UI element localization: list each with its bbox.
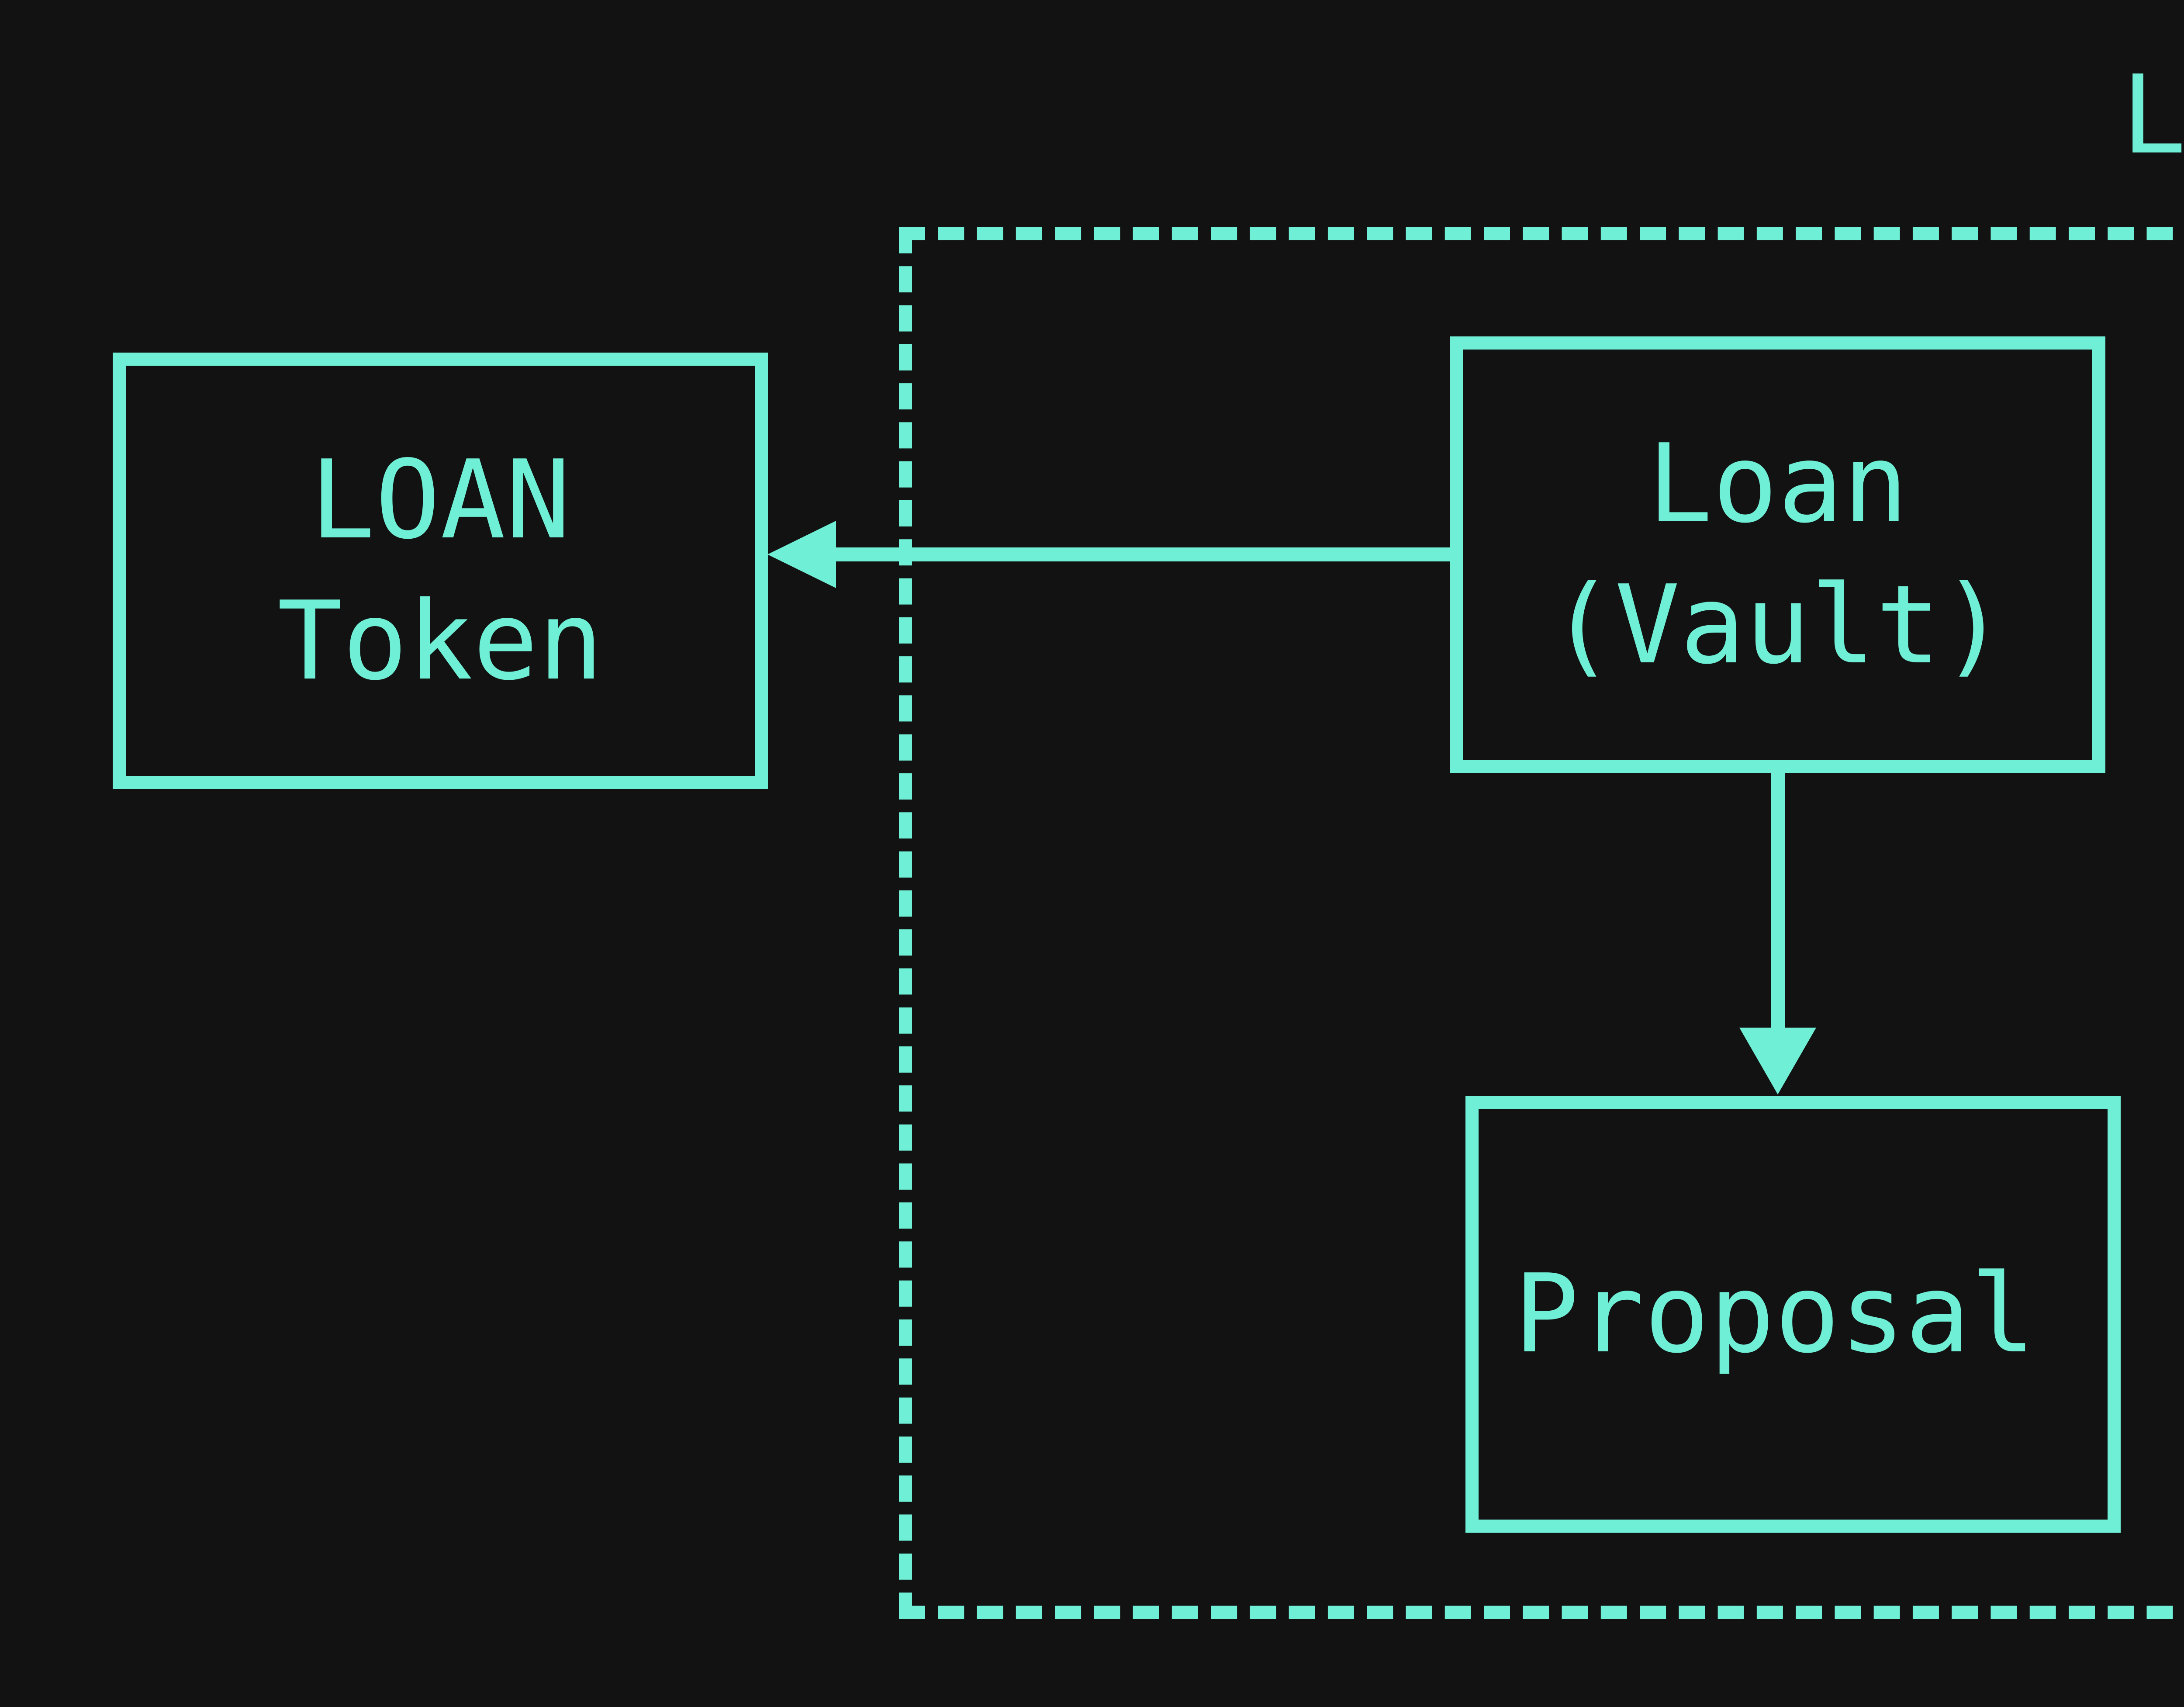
node-loan-vault-line-2: (Vault): [1549, 562, 2006, 688]
node-loan-vault-line-1: Loan: [1647, 421, 1908, 547]
node-loan-token-line-1: LOAN: [310, 437, 571, 564]
node-loan-token[interactable]: LOAN Token: [113, 353, 768, 789]
node-proposal[interactable]: Proposal: [1465, 1096, 2121, 1533]
arrowhead-left-icon: [767, 521, 836, 588]
node-proposal-line-1: Proposal: [1514, 1251, 2036, 1377]
node-loan-vault[interactable]: Loan (Vault): [1450, 336, 2105, 773]
loan-type-group-label: Loan type: [2121, 52, 2184, 178]
loan-type-group-container: [899, 227, 2184, 1619]
node-loan-token-line-2: Token: [277, 578, 604, 704]
